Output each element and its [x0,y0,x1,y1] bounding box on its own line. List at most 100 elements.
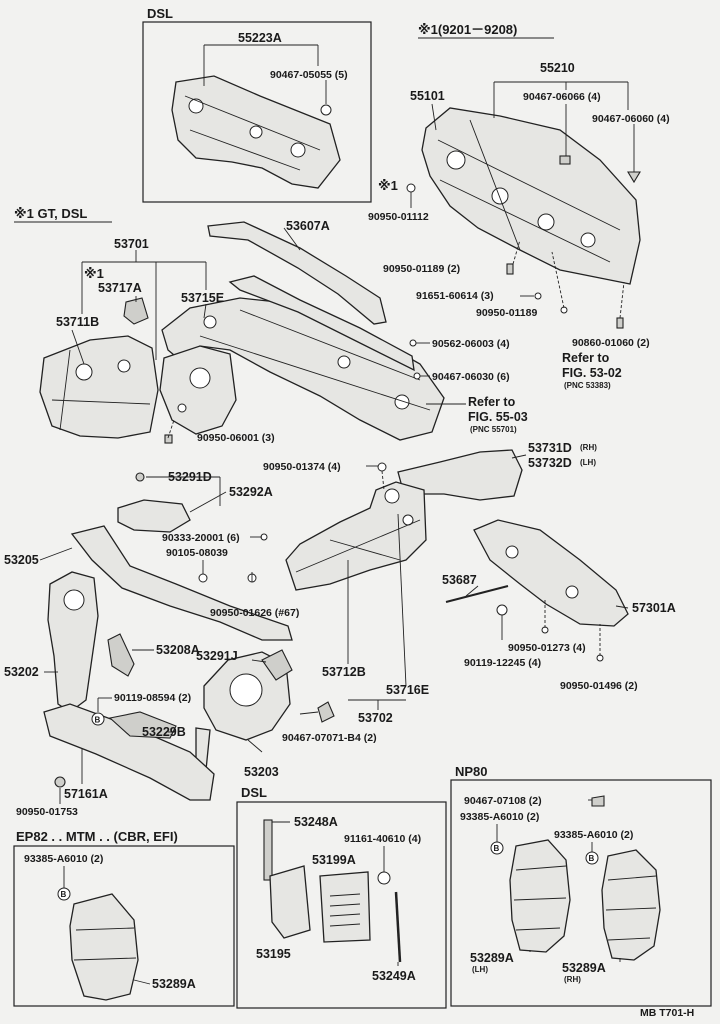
part-53289A-rh-shape [601,849,661,961]
label-93385-np-a: 93385-A6010 (2) [460,811,539,823]
label-90467-07071: 90467-07071-B4 (2) [282,732,377,744]
label-90950-01626: 90950-01626 (#67) [210,607,299,619]
ep82-header: EP82 . . MTM . . (CBR, EFI) [16,829,178,844]
label-57301A: 57301A [632,601,676,615]
label-93385-ep: 93385-A6010 (2) [24,853,103,865]
label-90467-05055: 90467-05055 (5) [270,69,348,81]
bolt-90467-06030 [413,372,421,380]
brace-upper-shape [228,275,415,372]
label-53292A: 53292A [229,485,273,499]
label-fig2: FIG. 55-03 [468,410,528,424]
label-90467-06060: 90467-06060 (4) [592,113,670,125]
label-90119-12245: 90119-12245 (4) [464,657,541,669]
label-lh1: (LH) [580,458,596,467]
label-90562-06003: 90562-06003 (4) [432,338,510,350]
label-90950-06001: 90950-06001 (3) [197,432,275,444]
grommet-90950-01112 [406,183,416,193]
label-90950-01374: 90950-01374 (4) [263,461,341,473]
part-53205-shape [70,525,293,641]
label-90950-01112: 90950-01112 [368,211,429,223]
clip-90467-05055 [320,104,332,116]
bolt-mark-b: B [95,716,101,725]
bracket-53291J [261,649,293,681]
leader-lines [39,44,635,985]
dsl-bottom-header: DSL [241,785,267,800]
label-53289A-lh: 53289A [470,951,514,965]
label-pnc2: (PNC 55701) [470,425,517,434]
np-mark-b-left: B [494,844,500,853]
clip-90467-07108 [591,795,605,807]
label-53248A: 53248A [294,815,338,829]
part-53712B-shape [285,481,427,591]
label-90105-08039: 90105-08039 [166,547,228,559]
series-header: ※1(9201－9208) [418,22,517,37]
label-53205: 53205 [4,553,39,567]
np80-box [450,779,712,1007]
label-53701: 53701 [114,237,149,251]
label-53732D: 53732D [528,456,572,470]
label-90333-20001: 90333-20001 (6) [162,532,240,544]
label-rh1: (RH) [580,443,597,452]
part-53248A-shape [263,819,273,881]
label-91161-40610: 91161-40610 (4) [344,833,421,845]
label-53291J: 53291J [196,649,238,663]
label-53195: 53195 [256,947,291,961]
dsl-bottom-box [236,801,447,1009]
gt-dsl-header: ※1 GT, DSL [14,206,87,221]
label-fig1: FIG. 53-02 [562,366,622,380]
ep82-box [13,845,235,1007]
label-93385-np-b: 93385-A6010 (2) [554,829,633,841]
bolt-53291D [135,472,145,482]
part-53208A-shape [107,633,135,677]
label-91651-60614: 91651-60614 (3) [416,290,494,302]
label-55223A: 55223A [238,31,282,45]
label-53289A-ep: 53289A [152,977,196,991]
label-star1-mid: ※1 [378,178,398,193]
label-90467-07108: 90467-07108 (2) [464,795,542,807]
nut-91161-40610 [377,871,391,885]
label-57161A: 57161A [64,787,108,801]
clip-90467-07071 [317,701,335,723]
label-rh2: (RH) [564,975,581,984]
clip-90562-06003 [409,339,417,347]
label-refer1: Refer to [562,351,610,365]
ep-mark-b: B [61,890,67,899]
label-53712B: 53712B [322,665,366,679]
plug-90950-01189a [506,263,514,275]
label-53702: 53702 [358,711,393,725]
bolt-90119-08594 [91,712,105,726]
label-star1-left: ※1 [84,266,104,281]
part-53701-shape [159,345,237,435]
label-90950-01189a: 90950-01189 (2) [383,263,460,275]
part-55101-shape [421,107,641,285]
label-53716E: 53716E [386,683,429,697]
label-90950-01273: 90950-01273 (4) [508,642,586,654]
label-90950-01189b: 90950-01189 [476,307,537,319]
clip-90467-06060 [627,171,641,184]
dsl-top-header: DSL [147,6,173,21]
label-53203: 53203 [244,765,279,779]
bolt-90467-06066 [559,155,571,165]
label-53229B: 53229B [142,725,186,739]
label-90467-06066: 90467-06066 (4) [523,91,601,103]
label-53202: 53202 [4,665,39,679]
label-fig-code: MB T701-H [640,1007,694,1019]
part-53289A-ep-shape [69,893,139,1001]
label-53199A: 53199A [312,853,356,867]
label-53208A: 53208A [156,643,200,657]
label-53715E: 53715E [181,291,224,305]
plug-90950-06001 [164,434,173,444]
bolt-90950-01753 [54,776,66,788]
label-90860-01060: 90860-01060 (2) [572,337,650,349]
part-53199A-shape [319,871,371,943]
label-53249A: 53249A [372,969,416,983]
part-53202-shape [47,571,99,713]
label-refer2: Refer to [468,395,516,409]
part-53711B-shape [39,335,159,439]
label-53717A: 53717A [98,281,142,295]
part-57301A-shape [473,519,629,627]
np80-header: NP80 [455,764,488,779]
dsl-top-box [142,21,372,203]
label-pnc1: (PNC 53383) [564,381,611,390]
